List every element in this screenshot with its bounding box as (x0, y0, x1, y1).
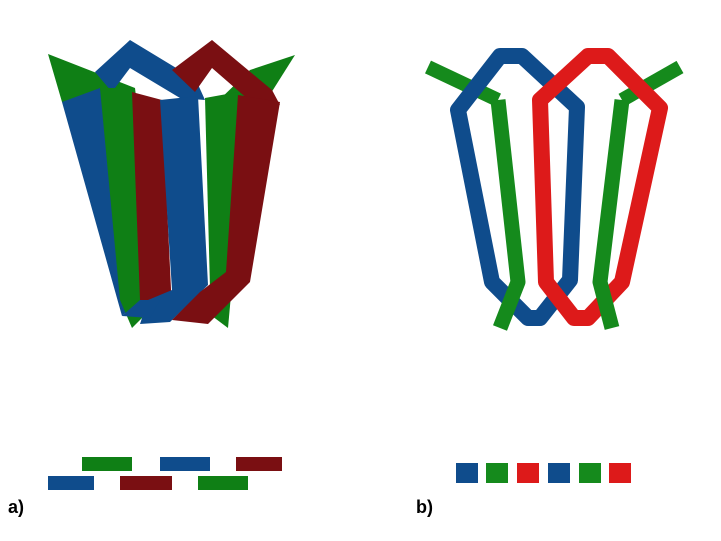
panel-b-blue-strand-1 (450, 48, 585, 326)
panel-a-red-strand-1 (132, 92, 172, 314)
panel-b-green-arm-right (618, 60, 684, 107)
panel-a-red-chevron (172, 40, 280, 108)
panel-a-key-blue-2 (48, 476, 94, 490)
panel-a: a) (8, 40, 295, 517)
panel-a-blue-chevron (95, 40, 205, 100)
panel-b-key-blue-2 (548, 463, 570, 483)
panel-a-blue-strand-2 (140, 96, 208, 324)
panel-a-key-blue-1 (160, 457, 210, 471)
panel-a-key-green-2 (198, 476, 248, 490)
panel-a-key-red-2 (120, 476, 172, 490)
panel-b-key-red-2 (609, 463, 631, 483)
panel-b-key-red-1 (517, 463, 539, 483)
panel-b-key-green-1 (486, 463, 508, 483)
panel-b-green-arm-left (425, 60, 501, 107)
panel-b-label: b) (416, 497, 433, 517)
panel-b-red-strand-1 (532, 48, 668, 326)
panel-b-key-blue-1 (456, 463, 478, 483)
panel-a-key-red-1 (236, 457, 282, 471)
panel-a-label: a) (8, 497, 24, 517)
panel-b-green-strand-1 (490, 99, 526, 331)
panel-b-green-strand-2 (592, 99, 630, 330)
panel-a-red-strand-2 (172, 95, 280, 324)
panel-a-key-green-1 (82, 457, 132, 471)
panel-a-blue-tip (122, 300, 160, 318)
panel-b: b) (416, 48, 684, 517)
panel-b-key-green-2 (579, 463, 601, 483)
